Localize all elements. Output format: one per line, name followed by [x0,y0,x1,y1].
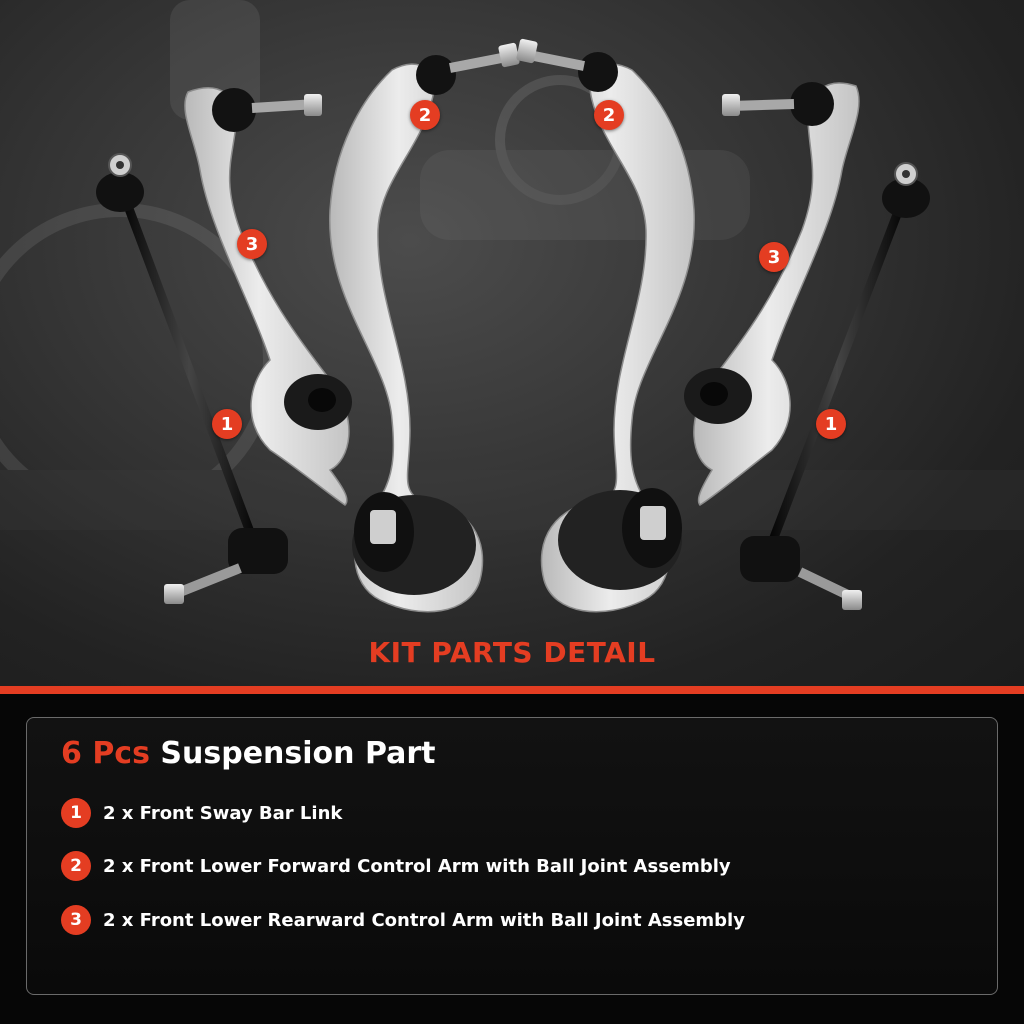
sway-bar-link-right [740,162,930,610]
list-item-number: 2 [61,851,91,881]
forward-control-arm-right [516,38,695,613]
accent-divider [0,686,1024,694]
list-item-text: 2 x Front Lower Rearward Control Arm wit… [103,909,745,931]
forward-control-arm-left [329,42,520,613]
callout-sway-bar-link-left: 1 [212,409,242,439]
callout-sway-bar-link-right: 1 [816,409,846,439]
callout-forward-arm-left: 2 [410,100,440,130]
parts-illustration [0,0,1024,613]
list-item-text: 2 x Front Sway Bar Link [103,802,343,824]
list-item: 3 2 x Front Lower Rearward Control Arm w… [61,905,745,935]
panel-title: 6 Pcs Suspension Part [61,736,436,771]
list-item-number: 1 [61,798,91,828]
list-item-number: 3 [61,905,91,935]
panel-title-text: Suspension Part [160,736,436,771]
callout-rearward-arm-left: 3 [237,229,267,259]
callout-forward-arm-right: 2 [594,100,624,130]
product-photo: 1 1 2 2 3 3 [0,0,1024,688]
rearward-control-arm-left [184,87,352,506]
kit-parts-headline: KIT PARTS DETAIL [368,636,656,669]
sway-bar-link-left [96,153,288,604]
list-item-text: 2 x Front Lower Forward Control Arm with… [103,855,731,877]
panel-title-count: 6 Pcs [61,736,150,771]
parts-list-panel: 6 Pcs Suspension Part 1 2 x Front Sway B… [26,717,998,995]
list-item: 2 2 x Front Lower Forward Control Arm wi… [61,851,731,881]
list-item: 1 2 x Front Sway Bar Link [61,798,342,828]
callout-rearward-arm-right: 3 [759,242,789,272]
rearward-control-arm-right [684,82,860,506]
